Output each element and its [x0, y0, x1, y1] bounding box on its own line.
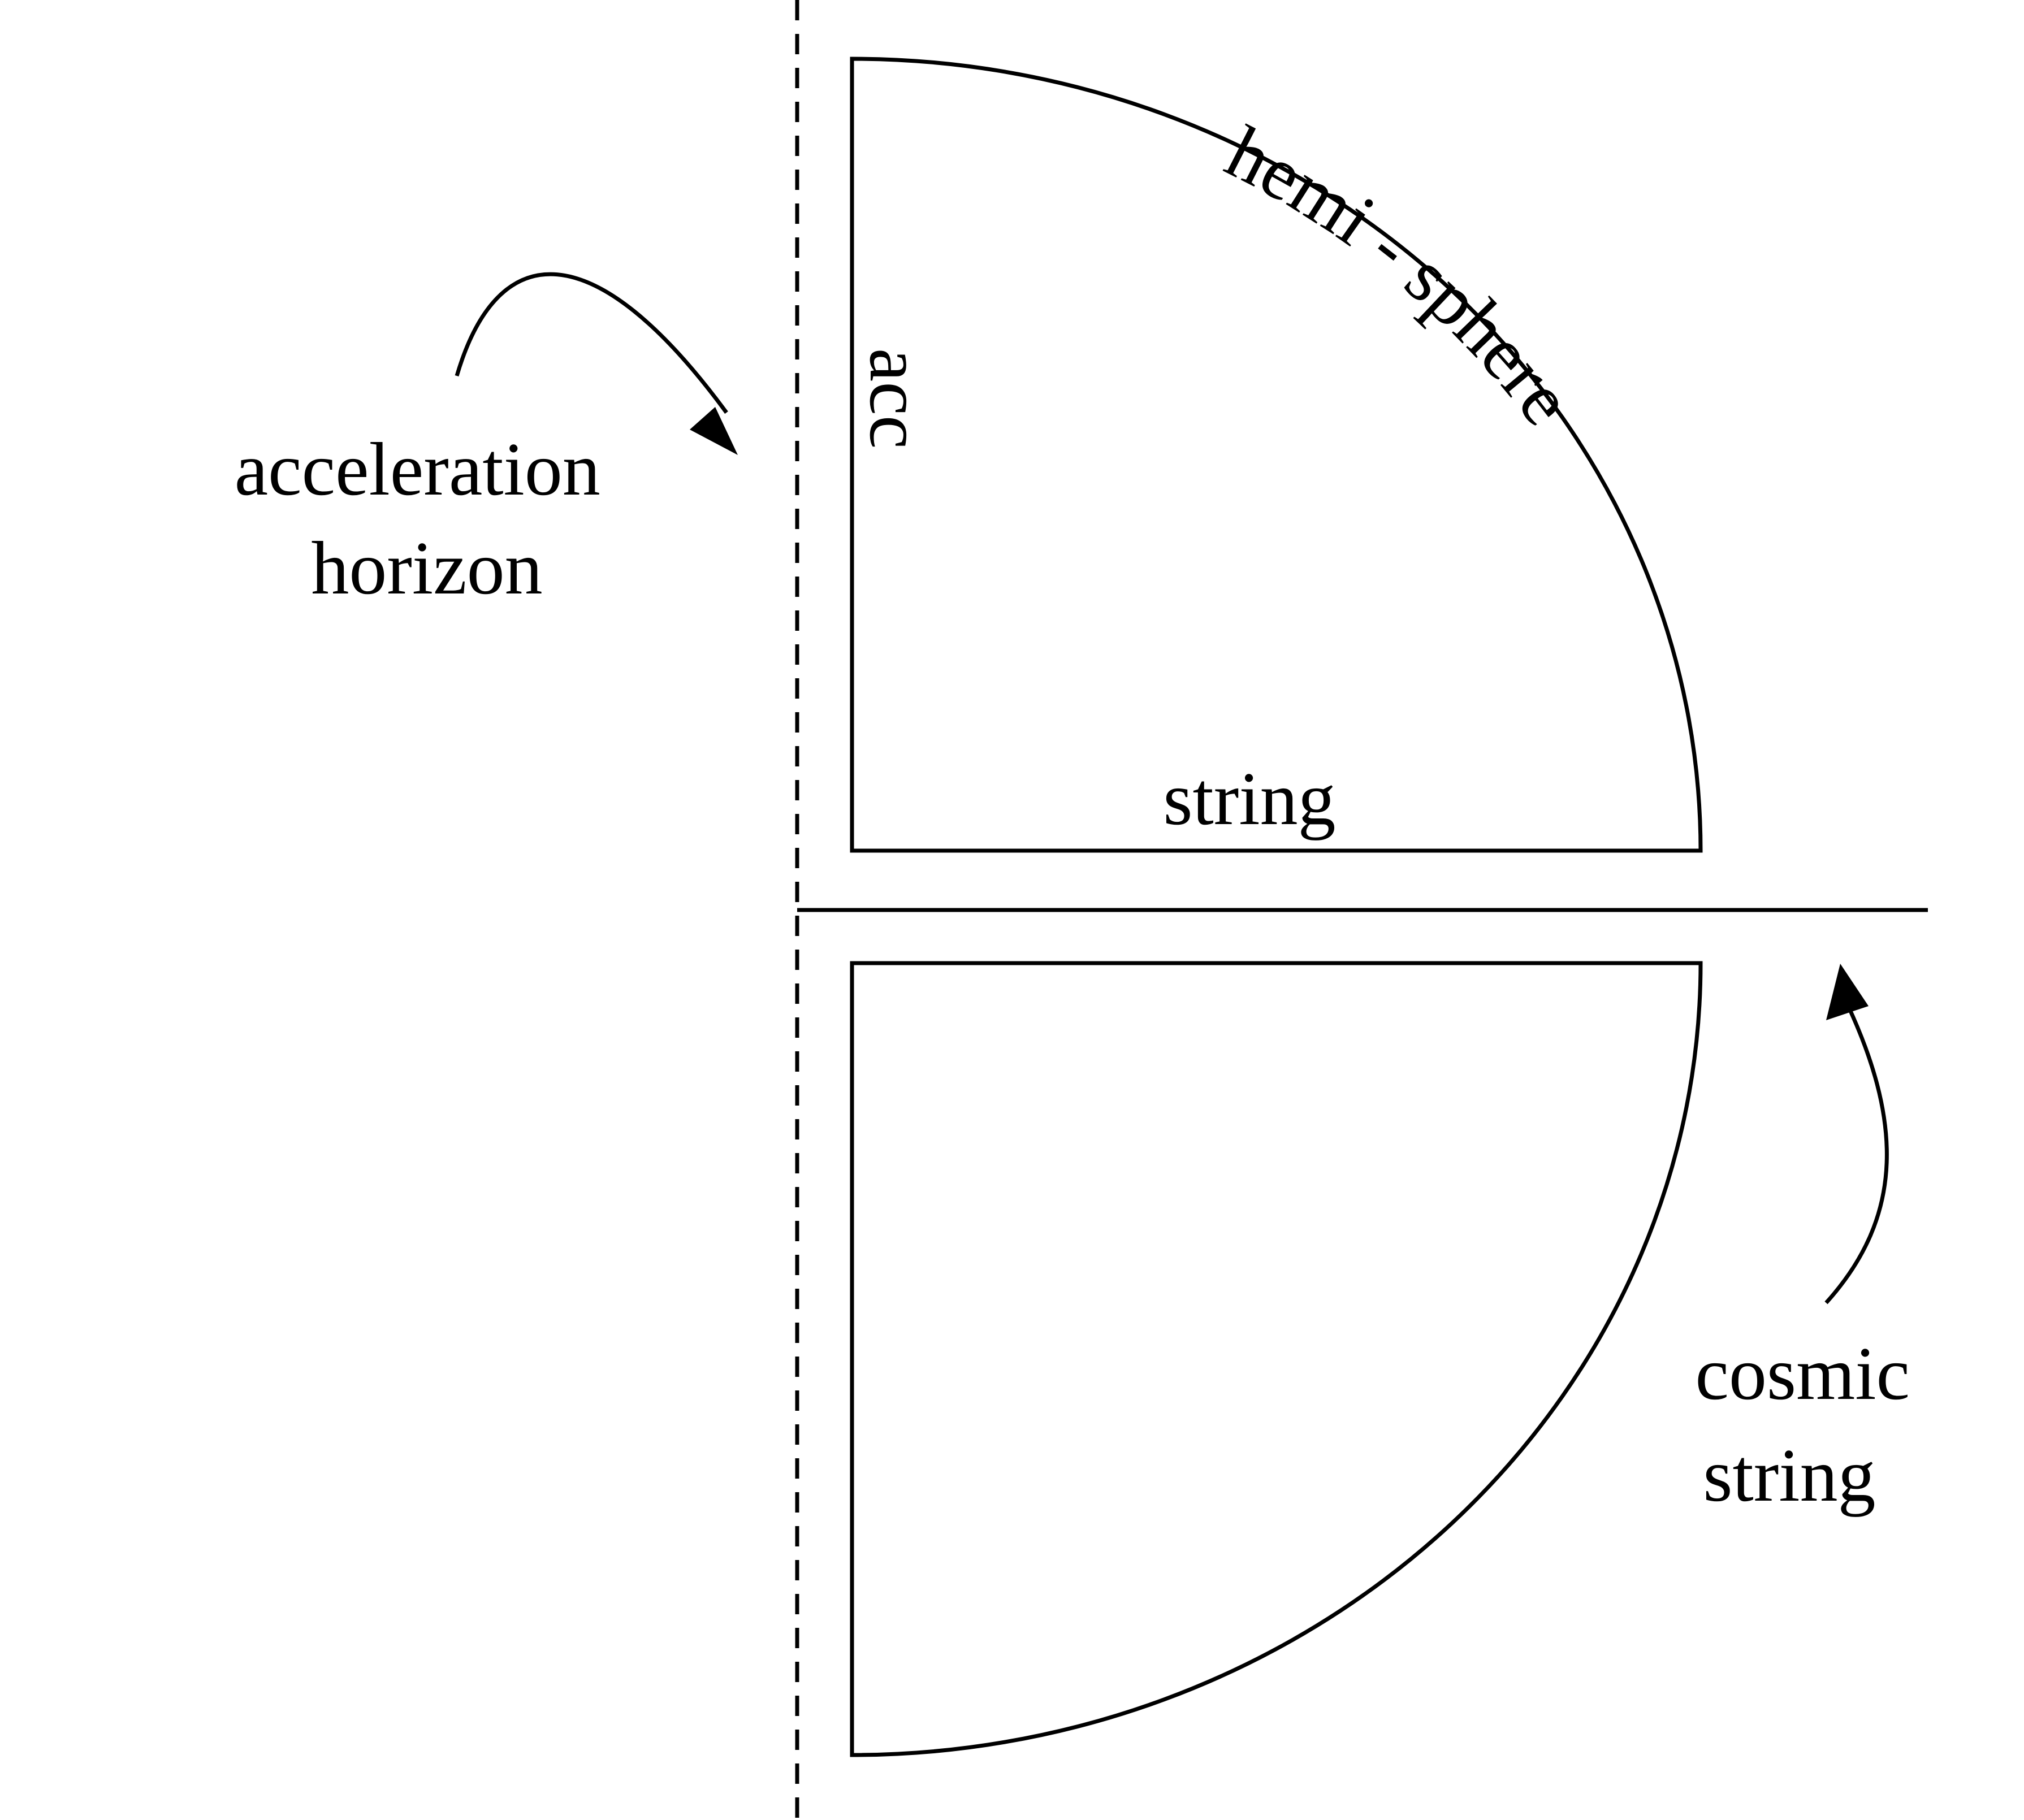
acceleration-horizon-label: acceleration horizon	[235, 427, 620, 610]
cosmic-string-label-line1: cosmic	[1695, 1332, 1910, 1415]
acceleration-horizon-arrow	[455, 272, 738, 455]
string-edge-label: string	[1163, 757, 1335, 840]
acc-label: acc	[854, 348, 938, 449]
acceleration-horizon-label-line2: horizon	[311, 526, 542, 610]
acceleration-horizon-label-line1: acceleration	[235, 427, 600, 511]
cosmic-string-label-line2: string	[1703, 1433, 1875, 1517]
upper-hemisphere-quadrant	[850, 57, 1703, 853]
cosmic-string-arrow	[1824, 964, 1889, 1305]
cosmic-string-label: cosmic string	[1695, 1332, 1928, 1517]
lower-hemisphere-quadrant	[850, 961, 1703, 1757]
